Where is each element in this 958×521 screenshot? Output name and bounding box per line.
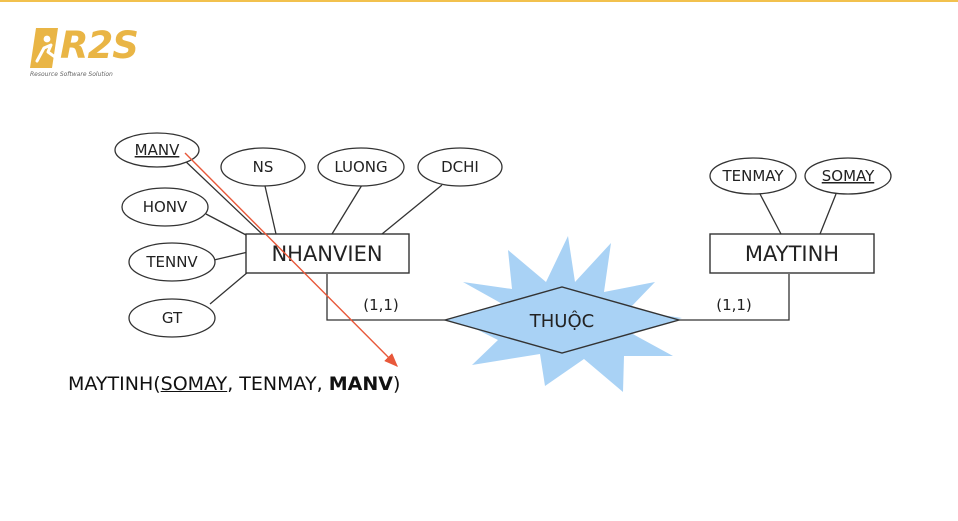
relationship-thuoc: THUỘC: [442, 286, 682, 354]
entity-maytinh-label: MAYTINH: [745, 242, 839, 266]
foreign-key: MANV: [328, 373, 393, 395]
entity-nhanvien: NHANVIEN: [245, 233, 410, 274]
attr-gt-oval: [128, 298, 216, 338]
attr-gt-label: GT: [162, 309, 183, 327]
entity-nhanvien-label: NHANVIEN: [271, 242, 382, 266]
attr-tennv-oval: [128, 242, 216, 282]
attr-ns-oval: [220, 147, 306, 187]
attr-somay-label: SOMAY: [822, 167, 875, 185]
relation-close: ): [392, 373, 401, 395]
attr-honv-oval: [121, 187, 209, 227]
relationship-label: THUỘC: [529, 310, 594, 332]
foreign-key-arrow: [184, 152, 398, 367]
logo-text: R2S: [60, 24, 139, 67]
attr-tenmay-label: TENMAY: [721, 167, 784, 185]
relation-attributes: , TENMAY,: [227, 373, 329, 395]
cardinality-left: (1,1): [363, 296, 399, 314]
attr-dchi-oval: [417, 147, 503, 187]
attr-honv-label: HONV: [143, 198, 188, 216]
relation-name: MAYTINH(: [68, 373, 161, 395]
r2s-logo-mark-icon: [30, 28, 58, 68]
top-accent-bar: [0, 0, 958, 2]
attr-tennv-label: TENNV: [145, 253, 198, 271]
logo-tagline: Resource Software Solution: [30, 71, 113, 78]
primary-key: SOMAY: [160, 373, 228, 395]
relation-schema: MAYTINH(SOMAY, TENMAY, MANV): [68, 373, 400, 395]
attr-somay-oval: [804, 157, 892, 195]
attr-tenmay-oval: [709, 157, 797, 195]
connector-lines: [181, 157, 837, 321]
attr-manv-oval: [114, 132, 200, 168]
r2s-logo: R2S Resource Software Solution: [26, 24, 139, 84]
attr-dchi-label: DCHI: [441, 158, 479, 176]
entity-maytinh: MAYTINH: [709, 233, 875, 274]
cardinality-right: (1,1): [716, 296, 752, 314]
attr-luong-oval: [317, 147, 405, 187]
attr-ns-label: NS: [253, 158, 274, 176]
attr-manv-label: MANV: [135, 141, 180, 159]
attr-luong-label: LUONG: [334, 158, 387, 176]
